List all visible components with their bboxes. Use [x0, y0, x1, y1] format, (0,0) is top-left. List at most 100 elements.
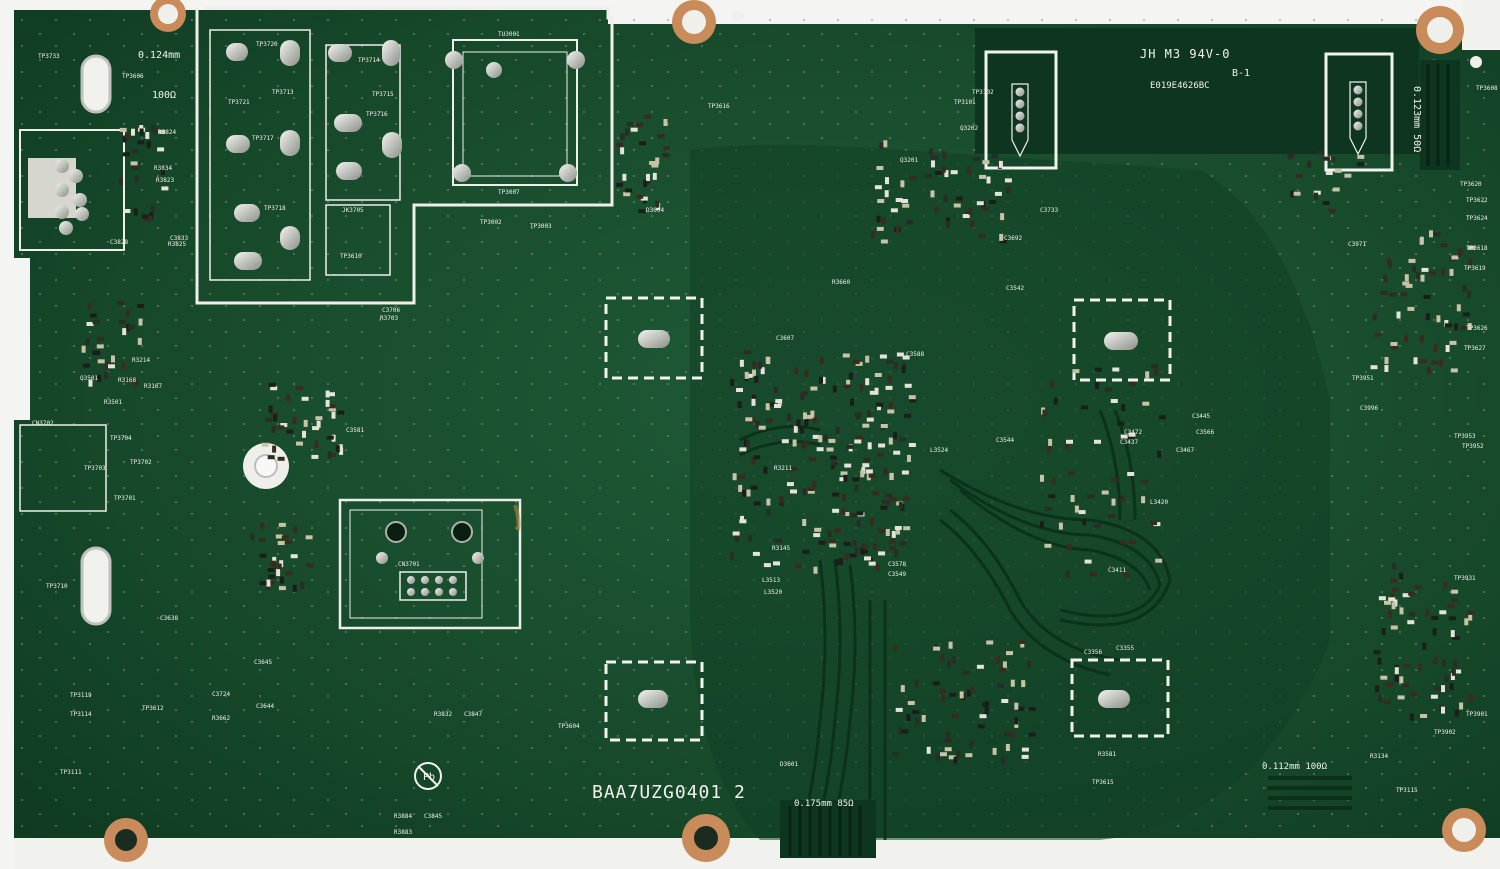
ref-label: C3847: [464, 711, 482, 718]
smd-part: [765, 403, 770, 411]
smd-part: [1402, 281, 1410, 286]
smd-part: [843, 541, 851, 546]
smd-part: [908, 395, 916, 400]
smd-part: [269, 562, 277, 567]
smd-part: [953, 203, 961, 208]
smd-part: [325, 390, 330, 398]
ref-label: TP3620: [1460, 181, 1482, 188]
smd-part: [890, 208, 898, 213]
smd-part: [130, 161, 138, 166]
smd-part: [998, 667, 1006, 672]
smd-part: [1120, 495, 1125, 503]
smd-part: [277, 425, 285, 430]
smd-part: [1433, 657, 1438, 664]
smd-part: [1387, 610, 1392, 618]
smd-part: [1442, 659, 1447, 667]
smd-part: [616, 182, 624, 187]
ref-label: TP3610: [340, 253, 362, 260]
ref-label: TP3713: [272, 89, 294, 96]
smd-part: [271, 425, 276, 433]
smd-components: [81, 114, 1475, 765]
smd-part: [85, 338, 90, 346]
smd-part: [657, 134, 665, 139]
smd-part: [902, 496, 910, 501]
smd-part: [976, 664, 984, 669]
smd-part: [747, 534, 752, 542]
smd-part: [122, 328, 127, 336]
copper-mount-holes: [104, 0, 1486, 862]
heatsink-markers: [604, 296, 1172, 742]
smd-part: [839, 477, 847, 482]
smd-part: [137, 304, 145, 309]
smd-part: [852, 360, 860, 364]
smd-part: [1021, 680, 1026, 688]
smd-part: [753, 501, 761, 506]
smd-part: [902, 203, 910, 208]
smd-part: [752, 369, 756, 377]
smd-part: [876, 452, 884, 457]
smd-part: [869, 518, 874, 526]
smd-part: [898, 726, 902, 734]
smd-part: [953, 756, 958, 764]
ref-label: TP3604: [558, 723, 580, 730]
smd-part: [1093, 523, 1101, 528]
smd-part: [856, 435, 864, 440]
smd-part: [876, 402, 884, 407]
smd-part: [864, 556, 871, 561]
smd-part: [831, 461, 839, 466]
ref-label: R3660: [832, 279, 850, 286]
smd-part: [1450, 630, 1455, 638]
smd-part: [872, 491, 880, 496]
smd-part: [1104, 387, 1112, 392]
ref-label: C3356: [1084, 649, 1102, 656]
ul-code: E019E4626BC: [1150, 81, 1210, 91]
smd-part: [880, 505, 888, 510]
ref-label: CN3701: [398, 561, 420, 568]
smd-part: [122, 152, 130, 157]
ref-label: C3445: [1192, 413, 1210, 420]
smd-part: [803, 412, 807, 420]
smd-part: [1072, 369, 1080, 374]
smd-part: [1110, 477, 1118, 482]
smd-part: [862, 463, 870, 468]
smd-part: [1334, 168, 1342, 173]
ref-label: R3832: [434, 711, 452, 718]
smd-part: [832, 492, 840, 497]
smd-part: [951, 656, 956, 664]
smd-part: [1452, 660, 1457, 667]
ref-label: TP3710: [46, 583, 68, 590]
smd-part: [1004, 178, 1012, 183]
ref-label: C3542: [1006, 285, 1024, 292]
smd-part: [1001, 699, 1009, 703]
smd-part: [292, 417, 297, 424]
smd-part: [930, 190, 935, 198]
smd-part: [335, 445, 340, 453]
smd-part: [988, 200, 996, 204]
ref-label: Q3201: [900, 157, 918, 164]
smd-part: [1066, 439, 1073, 444]
smd-part: [758, 425, 766, 430]
ref-label: C3692: [1004, 235, 1022, 242]
smd-part: [1004, 732, 1011, 737]
smd-part: [268, 382, 276, 387]
smd-part: [1434, 686, 1442, 691]
smd-part: [902, 355, 910, 360]
smd-part: [286, 429, 294, 434]
smd-part: [108, 364, 115, 369]
smd-part: [840, 471, 848, 476]
smd-part: [882, 499, 890, 504]
ref-label: TP3119: [70, 692, 92, 699]
smd-part: [895, 226, 900, 234]
smd-part: [730, 552, 734, 560]
ref-label: JK3705: [342, 207, 364, 214]
smd-part: [1412, 265, 1416, 273]
smd-part: [924, 173, 932, 178]
smd-part: [1112, 367, 1120, 372]
smd-part: [816, 447, 824, 452]
smd-part: [646, 173, 650, 181]
smd-part: [1403, 664, 1411, 669]
smd-part: [1082, 518, 1087, 526]
smd-part: [1074, 505, 1079, 513]
smd-part: [1322, 201, 1330, 205]
smd-part: [118, 319, 126, 324]
